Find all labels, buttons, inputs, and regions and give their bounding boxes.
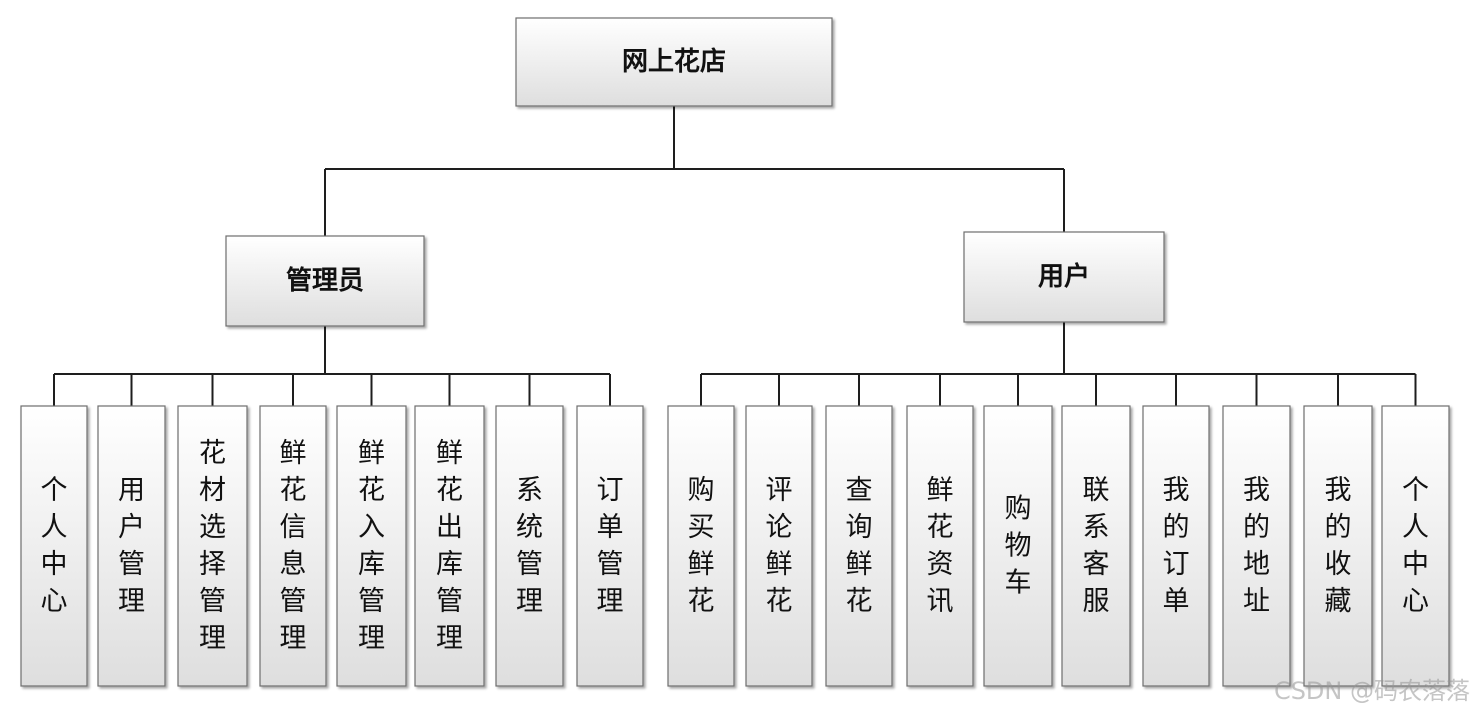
- leaf-node: [825, 405, 893, 687]
- leaf-node-label: 系统管理: [516, 475, 543, 617]
- leaf-node-label: 我的收藏: [1325, 475, 1352, 617]
- leaf-node-label: 我的地址: [1243, 475, 1270, 617]
- leaf-node-label: 花材选择管理: [199, 438, 226, 654]
- leaf-node-label: 个人中心: [41, 475, 68, 617]
- leaf-node-label: 我的订单: [1163, 475, 1190, 617]
- leaf-node-label: 个人中心: [1402, 475, 1429, 617]
- leaf-node: [259, 405, 327, 687]
- leaf-node-label: 联系客服: [1083, 475, 1110, 617]
- leaf-node: [576, 405, 644, 687]
- branch-node-label-2: 用户: [1038, 261, 1090, 292]
- leaf-node-label: 用户管理: [118, 475, 145, 617]
- branch-node-2: [963, 231, 1165, 323]
- leaf-node: [97, 405, 166, 687]
- leaf-node: [20, 405, 88, 687]
- leaf-node: [177, 405, 248, 687]
- leaf-node: [1061, 405, 1131, 687]
- root-node-label: 网上花店: [622, 47, 726, 77]
- leaf-node: [667, 405, 735, 687]
- leaf-node-label: 购物车: [1005, 494, 1032, 599]
- root-node: [515, 17, 833, 107]
- connector-lines: [53, 106, 1417, 406]
- leaf-node-label: 评论鲜花: [766, 475, 793, 617]
- leaf-node: [906, 405, 974, 687]
- leaf-node-label: 鲜花资讯: [927, 475, 954, 617]
- leaf-node: [336, 405, 407, 687]
- leaf-node-label: 鲜花出库管理: [436, 438, 463, 654]
- leaf-node: [495, 405, 564, 687]
- leaf-node-label: 订单管理: [597, 475, 624, 617]
- watermark: CSDN @码农落落: [1273, 677, 1470, 705]
- leaf-node-label: 购买鲜花: [688, 475, 715, 617]
- leaf-node: [1303, 405, 1373, 687]
- leaf-node-label: 鲜花入库管理: [358, 438, 385, 654]
- branch-node-label-1: 管理员: [286, 266, 364, 296]
- leaf-node: [414, 405, 485, 687]
- branch-node-1: [225, 235, 425, 327]
- leaf-node: [1142, 405, 1210, 687]
- leaf-node: [1222, 405, 1291, 687]
- leaf-node-label: 鲜花信息管理: [280, 438, 307, 654]
- leaf-node: [1381, 405, 1450, 687]
- leaf-node: [983, 405, 1053, 687]
- leaf-node: [745, 405, 813, 687]
- leaf-node-label: 查询鲜花: [846, 475, 873, 617]
